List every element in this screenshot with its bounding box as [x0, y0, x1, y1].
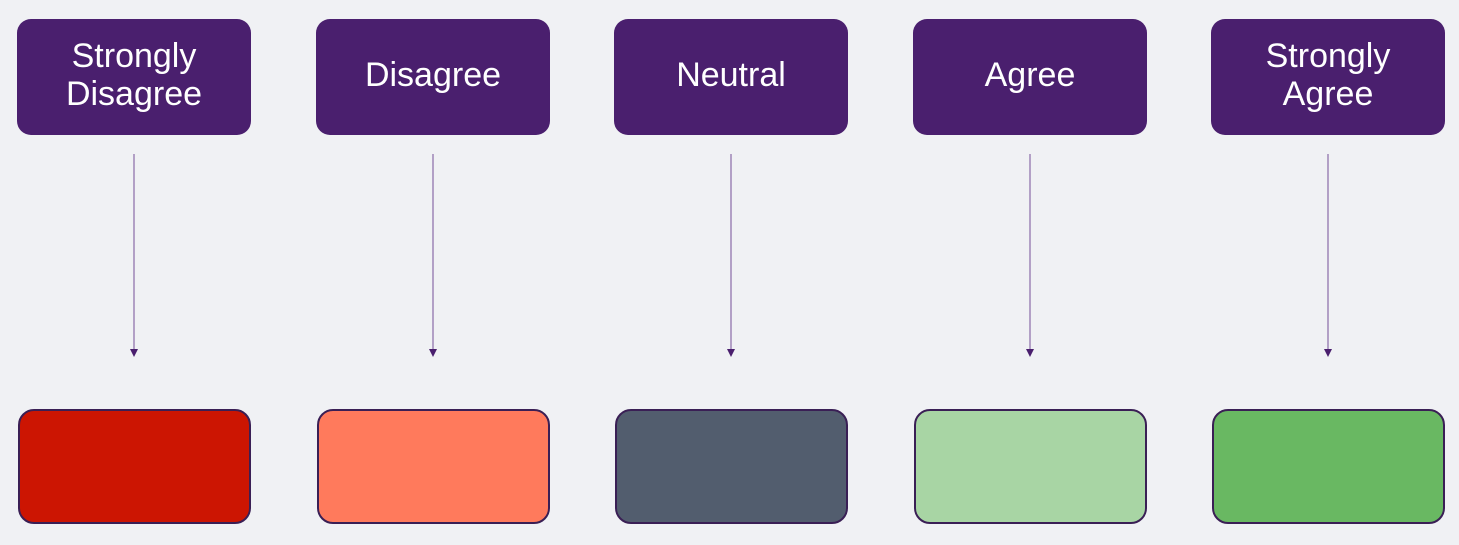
- label-box-strongly-disagree: Strongly Disagree: [17, 19, 251, 135]
- arrow-down-icon: [1025, 154, 1035, 358]
- connector-arrow-disagree: [429, 154, 437, 357]
- scale-option-agree: Agree: [913, 0, 1147, 545]
- label-strongly-agree: Strongly Agree: [1265, 37, 1391, 113]
- connector-arrow-agree: [1026, 154, 1034, 357]
- color-swatch-agree: [914, 409, 1147, 524]
- color-swatch-strongly-agree: [1212, 409, 1445, 524]
- scale-option-disagree: Disagree: [316, 0, 550, 545]
- color-swatch-disagree: [317, 409, 550, 524]
- connector-arrow-strongly-agree: [1324, 154, 1332, 357]
- label-strongly-disagree: Strongly Disagree: [65, 37, 203, 113]
- label-agree: Agree: [984, 56, 1076, 94]
- label-box-strongly-agree: Strongly Agree: [1211, 19, 1445, 135]
- scale-option-strongly-disagree: Strongly Disagree: [17, 0, 251, 545]
- color-swatch-strongly-disagree: [18, 409, 251, 524]
- label-disagree: Disagree: [364, 56, 502, 94]
- arrow-down-icon: [129, 154, 139, 358]
- scale-option-strongly-agree: Strongly Agree: [1211, 0, 1445, 545]
- arrow-down-icon: [428, 154, 438, 358]
- color-swatch-neutral: [615, 409, 848, 524]
- label-box-disagree: Disagree: [316, 19, 550, 135]
- arrow-down-icon: [726, 154, 736, 358]
- connector-arrow-neutral: [727, 154, 735, 357]
- label-box-neutral: Neutral: [614, 19, 848, 135]
- label-neutral: Neutral: [676, 56, 786, 94]
- label-box-agree: Agree: [913, 19, 1147, 135]
- scale-option-neutral: Neutral: [614, 0, 848, 545]
- connector-arrow-strongly-disagree: [130, 154, 138, 357]
- arrow-down-icon: [1323, 154, 1333, 358]
